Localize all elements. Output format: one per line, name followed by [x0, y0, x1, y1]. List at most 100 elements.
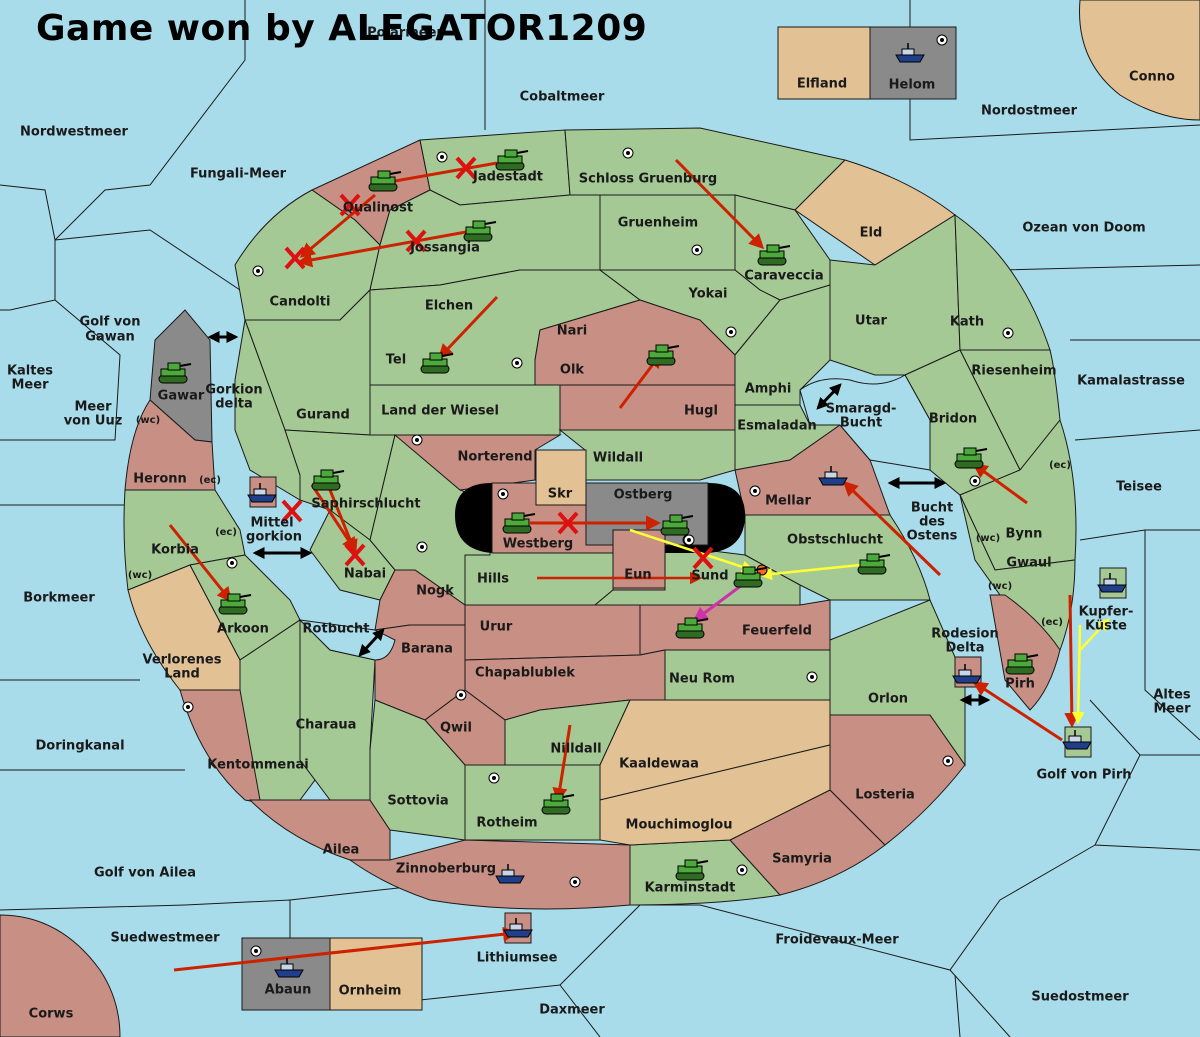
label-utar: Utar — [855, 314, 888, 329]
label-kaaldewaa: Kaaldewaa — [619, 757, 699, 772]
ship-hull — [495, 875, 525, 884]
region-zinnoberburg[interactable] — [348, 839, 631, 910]
label-golf-gawan-1: Golf von — [80, 315, 141, 330]
label-froidevaux: Froidevaux-Meer — [775, 933, 899, 948]
x-stroke — [284, 246, 306, 270]
label-hills: Hills — [477, 572, 509, 587]
tank-gun — [523, 513, 536, 517]
tank-turret — [429, 352, 443, 361]
label-qwil: Qwil — [440, 721, 472, 736]
order-arrow — [1079, 618, 1110, 651]
label-rotbucht: Rotbucht — [303, 622, 370, 637]
region-obstschlucht[interactable] — [744, 514, 931, 601]
supply-center-dot — [946, 759, 950, 763]
label-kaltes-1: Kaltes — [7, 364, 53, 379]
game-result-title: Game won by ALEGATOR1209 — [36, 8, 648, 49]
supply-center-dot — [810, 675, 814, 679]
coast-gawar-wc: (wc) — [136, 415, 160, 426]
region-pirh[interactable] — [989, 594, 1061, 711]
region-mouchimoglou[interactable] — [599, 744, 831, 846]
label-smaragd-1: Smaragd- — [826, 402, 897, 417]
x-stroke — [455, 156, 477, 180]
label-fungali: Fungali-Meer — [190, 167, 287, 182]
label-yokai: Yokai — [687, 287, 727, 302]
supply-center-dot — [492, 776, 496, 780]
ship-hull — [818, 477, 848, 486]
label-urur: Urur — [480, 620, 513, 635]
label-kupfer-1: Kupfer- — [1079, 605, 1134, 620]
order-arrow — [437, 295, 499, 360]
supply-center-dot — [230, 561, 234, 565]
label-altes-2: Meer — [1154, 702, 1192, 717]
label-corws: Corws — [29, 1007, 74, 1022]
label-kamalastrasse: Kamalastrasse — [1077, 374, 1185, 389]
label-cobaltmeer: Cobaltmeer — [520, 90, 605, 105]
label-feuerfeld: Feuerfeld — [742, 624, 812, 639]
region-conno[interactable] — [1079, 0, 1200, 121]
label-samyria: Samyria — [772, 852, 832, 867]
region-gruenheim[interactable] — [599, 194, 736, 271]
units-layer — [158, 43, 1127, 978]
tank-icon — [158, 362, 192, 384]
region-jadestadt[interactable] — [419, 129, 571, 206]
x-stroke — [557, 511, 579, 535]
tank-icon — [660, 514, 694, 536]
region-corws[interactable] — [0, 914, 121, 1037]
label-kupfer-2: Küste — [1085, 619, 1127, 634]
ship-cabin — [1103, 578, 1117, 586]
tank-icon — [541, 793, 575, 815]
x-stroke — [339, 193, 361, 217]
tank-turret — [866, 553, 880, 562]
tank-icon — [675, 617, 709, 639]
supply-center-dot — [256, 269, 260, 273]
tank-turret — [377, 170, 391, 179]
label-caraveccia: Caraveccia — [744, 269, 823, 284]
label-golf-pirh: Golf von Pirh — [1036, 768, 1131, 783]
tank-turret — [550, 793, 564, 802]
label-ailea: Ailea — [323, 843, 360, 858]
tank-icon — [311, 469, 345, 491]
label-kentommenai: Kentommenai — [207, 758, 308, 773]
order-arrow — [299, 193, 376, 258]
label-skr: Skr — [548, 487, 573, 502]
region-sottovia[interactable] — [369, 699, 466, 841]
label-bynn: Bynn — [1006, 527, 1043, 542]
supply-center-dot — [515, 361, 519, 365]
ship-hull — [895, 54, 925, 63]
label-mittel-1: Mittel — [250, 516, 293, 531]
tank-icon — [675, 859, 709, 881]
region-heronn[interactable] — [124, 399, 216, 491]
label-rodesion-2: Delta — [945, 641, 984, 656]
label-bridon: Bridon — [929, 412, 977, 427]
tank-turret — [472, 220, 486, 229]
ship-hull — [503, 929, 533, 938]
label-gorkion-1: Gorkion — [205, 383, 262, 398]
label-ostberg: Ostberg — [614, 488, 673, 503]
ship-cabin — [501, 869, 515, 877]
label-esmaladan: Esmaladan — [737, 419, 817, 434]
label-qualinost: Qualinost — [343, 201, 413, 216]
tank-gun — [754, 567, 767, 571]
tank-gun — [389, 171, 402, 175]
ship-hull — [1062, 741, 1092, 750]
label-obstschlucht: Obstschlucht — [787, 533, 883, 548]
region-elfland[interactable] — [777, 26, 871, 100]
label-schloss: Schloss Gruenburg — [579, 172, 717, 187]
coast-bynn-ec: (ec) — [1049, 460, 1071, 471]
tank-turret — [684, 859, 698, 868]
label-nordostmeer: Nordostmeer — [981, 104, 1078, 119]
region-skr[interactable] — [535, 449, 587, 506]
order-arrow — [692, 583, 743, 622]
tank-turret — [227, 593, 241, 602]
tank-gun — [441, 353, 454, 357]
label-helom: Helom — [889, 78, 936, 93]
supply-center-dot — [695, 248, 699, 252]
supply-center-dot — [186, 705, 190, 709]
red-x-icon — [405, 229, 427, 253]
ship-cabin — [824, 471, 838, 479]
ship-cabin — [280, 963, 294, 971]
label-gurand: Gurand — [296, 408, 350, 423]
label-nilldall: Nilldall — [550, 742, 601, 757]
order-arrow — [1064, 594, 1080, 728]
label-lithiumsee: Lithiumsee — [477, 951, 558, 966]
